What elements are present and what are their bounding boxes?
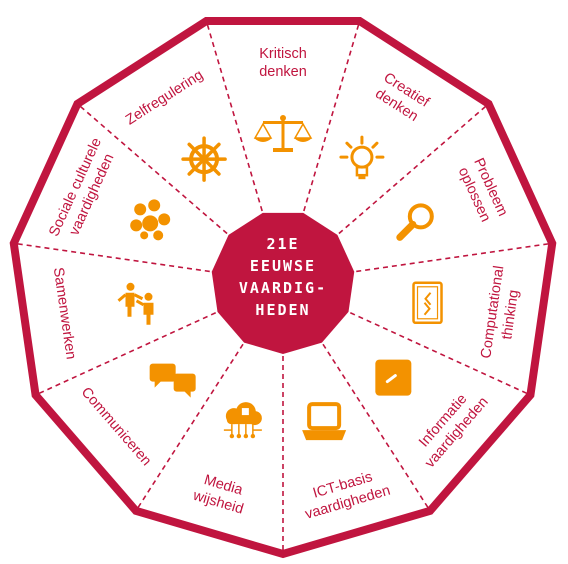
center-hendecagon (211, 212, 355, 354)
segment-label: thinking (499, 289, 522, 341)
center-title-line-2: EEUWSE (250, 257, 316, 275)
scales-icon (253, 115, 313, 152)
ship-wheel-icon (181, 136, 227, 182)
speech-bubbles-icon (149, 363, 196, 398)
center-title-line-4: HEDEN (255, 301, 310, 319)
center-title-line-1: 21E (266, 235, 299, 253)
magnifier-icon (396, 203, 434, 241)
segment-label: denken (259, 64, 307, 80)
cloud-network-icon (223, 402, 262, 439)
center-title-line-3: VAARDIG- (239, 279, 327, 297)
card-icon (375, 359, 412, 396)
lightbulb-icon (339, 135, 385, 180)
laptop-icon (302, 402, 347, 441)
segment-label: Kritisch (259, 46, 307, 62)
people-icon (117, 282, 154, 325)
group-icon (130, 199, 171, 241)
code-card-icon (412, 281, 443, 325)
segment-label-group: Kritisch denken (259, 46, 307, 80)
